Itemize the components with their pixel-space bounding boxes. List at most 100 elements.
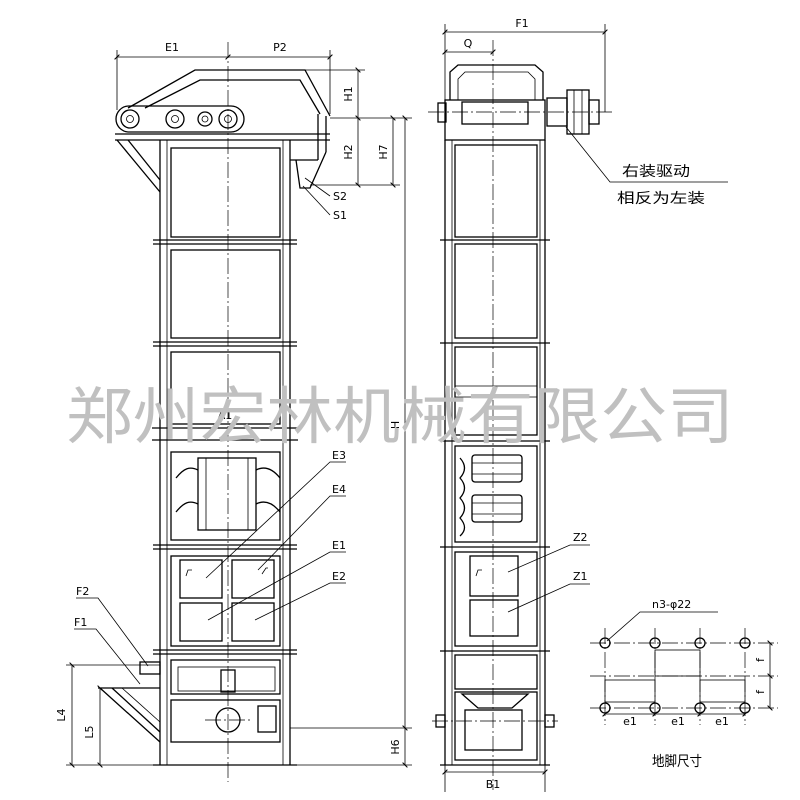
take-up-bolt [435,714,446,728]
inlet-slope [111,687,161,733]
drive-chain [115,105,245,133]
label-f2: F2 [76,585,89,598]
head-panel [454,144,538,238]
head-housing [444,99,546,141]
leader-z1 [507,583,590,613]
sprocket-1 [120,109,140,129]
label-e2: E2 [332,570,346,583]
head-hood-inner [144,79,321,115]
leader-e3 [205,461,346,579]
head-shaft-hub [224,115,232,123]
leader-s1 [302,185,331,216]
take-up-block [257,705,277,733]
inspection-door [469,555,519,597]
side-head-section [428,64,612,141]
dim-label-f1: F1 [515,17,528,30]
middle-panel [170,249,281,339]
shaft-end-block [437,102,447,123]
label-f1: F1 [74,616,87,629]
leader-drive-note [565,126,728,183]
leader-e1 [207,551,346,621]
door-latch-mark [261,567,268,575]
bucket-lip [175,501,199,513]
anchor-holes [599,637,751,714]
sprocket-2 [165,109,185,129]
bucket-chain-profile [459,457,466,537]
middle-panel [454,346,538,436]
dim-label-f-2: f [754,689,767,694]
anchor-hole [739,637,751,649]
bucket [471,454,523,483]
drive-motor-end [588,99,600,125]
door-latch-mark [185,569,192,577]
leader-z2 [507,544,590,573]
label-e1: E1 [332,539,346,552]
foundation-plan: n3-φ22 e1 e1 e1 f f 地脚尺寸 [590,598,778,770]
inspection-door [469,599,519,637]
foundation-pad [604,679,656,703]
bucket-panel [170,451,281,541]
side-boot-section [432,693,558,751]
foundation-pad [699,679,746,703]
inspection-doors [179,559,275,642]
sprocket-1-hub [126,115,134,123]
leader-f2 [76,597,149,667]
label-e4: E4 [332,483,346,496]
inspection-door [231,559,275,599]
boot-pulley [215,707,241,733]
take-up-bolt [544,714,555,728]
company-watermark: 郑州宏林机械有限公司 [66,380,734,453]
inlet-chute: L4 L5 F2 F1 [55,585,161,768]
dim-label-h6: H6 [389,739,402,754]
drive-note-line-2: 相反为左装 [617,191,705,207]
dim-label-p2: P2 [273,41,287,54]
boot-hopper [460,693,530,709]
side-panels [454,144,538,761]
boot-upper-panel [170,659,281,695]
head-shaft-block [461,101,529,125]
dim-label-h1: H1 [342,86,355,101]
foundation-plan-title: 地脚尺寸 [652,754,702,770]
side-casing [440,140,550,766]
bucket-lip [255,501,281,513]
head-section [115,69,331,193]
dim-label-e1: E1 [165,41,179,54]
bucket-lip [175,467,199,479]
leader-f1 [74,628,141,685]
boot-bolt-block [220,669,236,693]
dim-label-e1-3: e1 [715,715,729,728]
inlet-slope [121,687,161,723]
head-bracket-outer [449,64,544,100]
head-brace-outer [116,139,161,193]
inspection-door [231,602,275,642]
boot-inner-frame [177,666,276,692]
side-bottom-dimension: B1 [442,765,548,792]
dim-label-f-1: f [754,657,767,662]
dim-label-l5: L5 [83,725,96,738]
middle-panel [454,243,538,339]
dim-label-q: Q [464,37,473,50]
a1-band: A1 [152,409,298,441]
bucket [471,494,523,523]
label-e3: E3 [332,449,346,462]
discharge-spout: S2 S1 [290,151,347,222]
anchor-hole [649,637,661,649]
head-hood-outer [127,69,331,117]
dim-label-e1-1: e1 [623,715,637,728]
front-view: E1 P2 S2 [55,41,412,782]
label-s1: S1 [333,209,347,222]
side-view: F1 Q 右装驱动 相反为左装 [428,17,728,792]
drive-note-line-1: 右装驱动 [622,164,690,180]
door-latch-mark [475,569,482,577]
leader-hole-note [606,611,718,642]
front-height-dimensions: H1 H2 H7 H H6 [290,67,412,768]
head-panel [170,147,281,238]
label-z1: Z1 [573,570,588,583]
boot-take-up-frame [464,709,523,751]
label-z2: Z2 [573,531,588,544]
dim-label-b1: B1 [486,778,501,791]
dim-label-h2: H2 [342,144,355,159]
bucket-detail [175,457,281,531]
bucket-frame [197,457,257,531]
dim-label-l4: L4 [55,708,68,721]
